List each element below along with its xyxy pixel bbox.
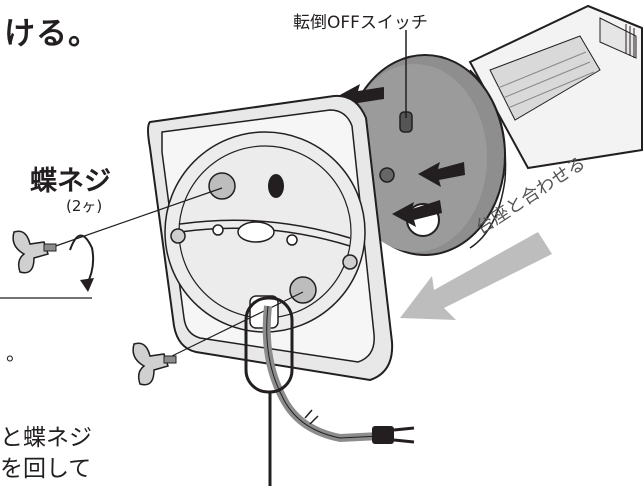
- push-arrow-icons: [338, 84, 465, 227]
- power-cord: [262, 305, 415, 444]
- plug-icon: [372, 426, 394, 444]
- instruction-line-1: と蝶ネジ: [0, 425, 92, 451]
- wing-nut-icon: [132, 342, 177, 386]
- rotate-arrow-icon: [69, 234, 95, 287]
- align-arrow-icon: [400, 232, 552, 320]
- heading-fragment: ける。: [4, 16, 100, 52]
- heater-tube: [468, 4, 643, 170]
- tip-over-switch-label: 転倒OFFスイッチ: [293, 13, 428, 33]
- wing-nut-icon: [12, 230, 57, 274]
- instruction-line-2: を回して: [0, 456, 92, 482]
- wing-screw-label: 蝶ネジ: [30, 166, 111, 197]
- wing-screw-count: (2ヶ): [66, 197, 103, 215]
- mounting-plate: [147, 94, 394, 382]
- base-disk: [343, 54, 507, 256]
- stray-mark: 。: [6, 341, 26, 365]
